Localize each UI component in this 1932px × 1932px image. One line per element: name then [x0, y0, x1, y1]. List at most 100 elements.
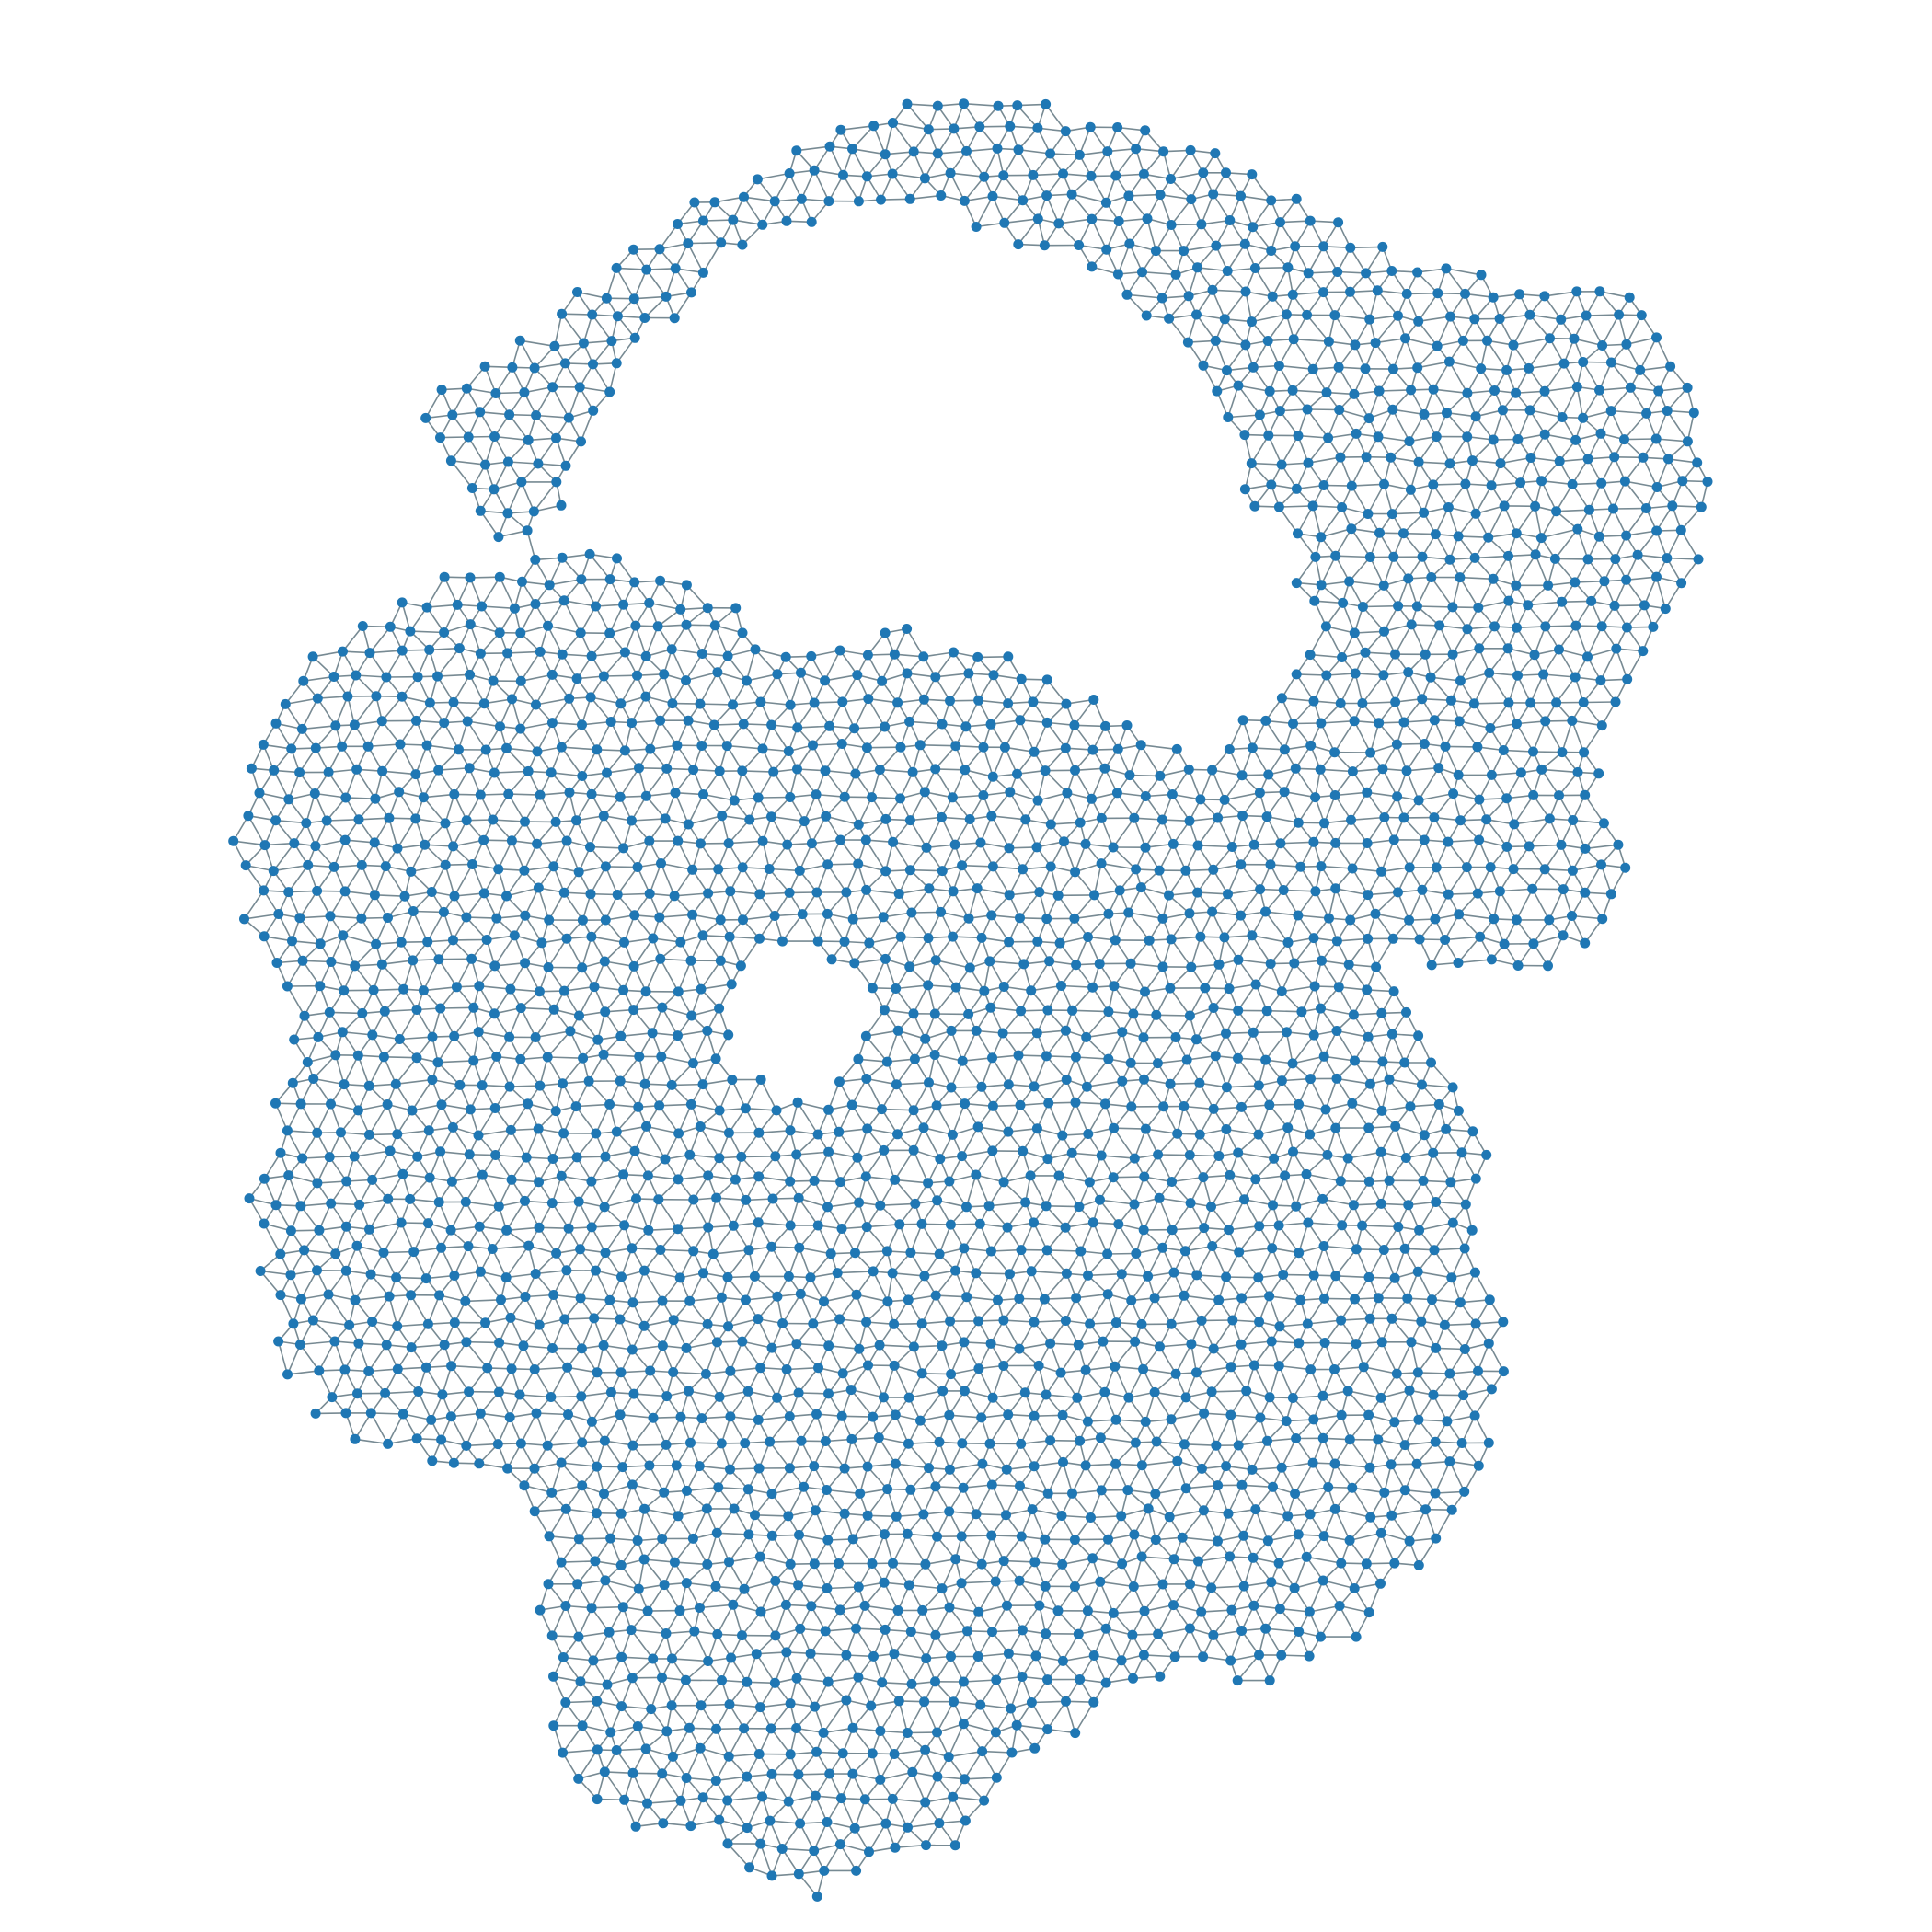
graph-edge: [1158, 1197, 1173, 1231]
graph-edge: [868, 698, 886, 728]
graph-edge: [603, 675, 622, 705]
graph-edge: [507, 650, 541, 654]
graph-edge: [1408, 889, 1423, 921]
graph-edge: [788, 1247, 800, 1277]
graph-edge: [1189, 987, 1206, 1017]
graph-edge: [760, 673, 778, 703]
graph-edge: [1374, 913, 1409, 921]
graph-edge: [1306, 408, 1329, 439]
graph-edge: [620, 1032, 653, 1038]
graph-edge: [1268, 434, 1282, 466]
graph-edge: [1245, 291, 1253, 322]
graph-edge: [1424, 625, 1441, 655]
graph-edge: [591, 936, 625, 944]
graph-edge: [1528, 818, 1551, 847]
graph-edge: [662, 673, 673, 704]
graph-edge: [1418, 1202, 1437, 1231]
graph-edge: [992, 746, 1006, 777]
graph-edge: [478, 984, 511, 990]
graph-edge: [1374, 342, 1395, 370]
graph-edge: [1058, 193, 1073, 224]
graph-edge: [910, 194, 941, 201]
graph-edge: [1475, 485, 1492, 514]
graph-edge: [285, 697, 318, 706]
graph-edge: [1577, 528, 1589, 560]
graph-edge: [1237, 1152, 1274, 1160]
graph-edge: [1626, 315, 1643, 345]
graph-edge: [1061, 984, 1093, 988]
graph-edge: [506, 1226, 540, 1232]
graph-edge: [689, 1296, 722, 1302]
graph-edge: [381, 743, 401, 772]
graph-edge: [1407, 292, 1438, 295]
graph-edge: [259, 792, 277, 822]
graph-edge: [1438, 625, 1454, 655]
graph-edge: [1394, 672, 1409, 703]
graph-edge: [635, 1198, 650, 1231]
graph-edge: [910, 816, 942, 822]
graph-edge: [1362, 701, 1396, 705]
graph-edge: [797, 1101, 829, 1111]
graph-edge: [963, 176, 985, 201]
graph-edge: [521, 481, 535, 512]
graph-edge: [659, 916, 682, 943]
graph-edge: [596, 721, 612, 751]
graph-edge: [824, 673, 857, 682]
graph-edge: [300, 1103, 318, 1133]
graph-edge: [1339, 408, 1370, 420]
graph-edge: [1265, 911, 1298, 916]
graph-edge: [879, 769, 902, 799]
graph-edge: [563, 891, 584, 921]
graph-edge: [1369, 722, 1380, 753]
graph-edge: [646, 1125, 679, 1134]
graph-edge: [1528, 362, 1565, 370]
graph-edge: [935, 651, 955, 678]
graph-edge: [867, 1224, 900, 1228]
graph-edge: [1462, 339, 1482, 370]
graph-edge: [1555, 483, 1573, 512]
graph-edge: [1071, 986, 1094, 1011]
graph-edge: [1584, 844, 1618, 850]
graph-edge: [740, 937, 761, 967]
graph-edge: [368, 1198, 389, 1230]
graph-edge: [1239, 195, 1254, 227]
graph-edge: [233, 840, 266, 846]
graph-edge: [1351, 1102, 1383, 1112]
graph-edge: [508, 793, 526, 822]
graph-edge: [604, 1053, 639, 1058]
graph-edge: [1458, 720, 1478, 748]
graph-edge: [1445, 268, 1466, 294]
graph-edge: [727, 1299, 747, 1328]
graph-edge: [1560, 291, 1578, 320]
graph-edge: [1129, 243, 1144, 273]
graph-edge: [478, 1030, 510, 1039]
graph-edge: [1457, 936, 1481, 964]
graph-edge: [304, 985, 321, 1017]
graph-edge: [1377, 408, 1394, 438]
graph-edge: [1058, 1175, 1080, 1208]
graph-edge: [659, 224, 679, 250]
graph-edge: [1130, 962, 1146, 993]
graph-edge: [1141, 743, 1178, 751]
graph-edge: [1404, 338, 1419, 369]
graph-edge: [1349, 291, 1371, 320]
graph-edge: [1228, 719, 1244, 750]
graph-edge: [866, 1078, 883, 1110]
graph-edge: [591, 1173, 624, 1182]
graph-edge: [1572, 819, 1604, 824]
graph-edge: [328, 771, 347, 799]
graph-edge: [727, 1249, 750, 1278]
graph-edge: [1355, 1248, 1370, 1278]
graph-edge: [453, 839, 484, 847]
graph-edge: [842, 674, 858, 703]
graph-edge: [1183, 1294, 1219, 1302]
graph-edge: [1499, 314, 1531, 320]
graph-edge: [1118, 1224, 1137, 1254]
graph-edge: [1197, 845, 1233, 848]
graph-edge: [604, 1198, 637, 1208]
graph-edge: [467, 720, 500, 728]
graph-edge: [381, 963, 405, 990]
graph-edge: [769, 868, 800, 872]
graph-edge: [993, 674, 1009, 704]
graph-edge: [1144, 966, 1164, 993]
